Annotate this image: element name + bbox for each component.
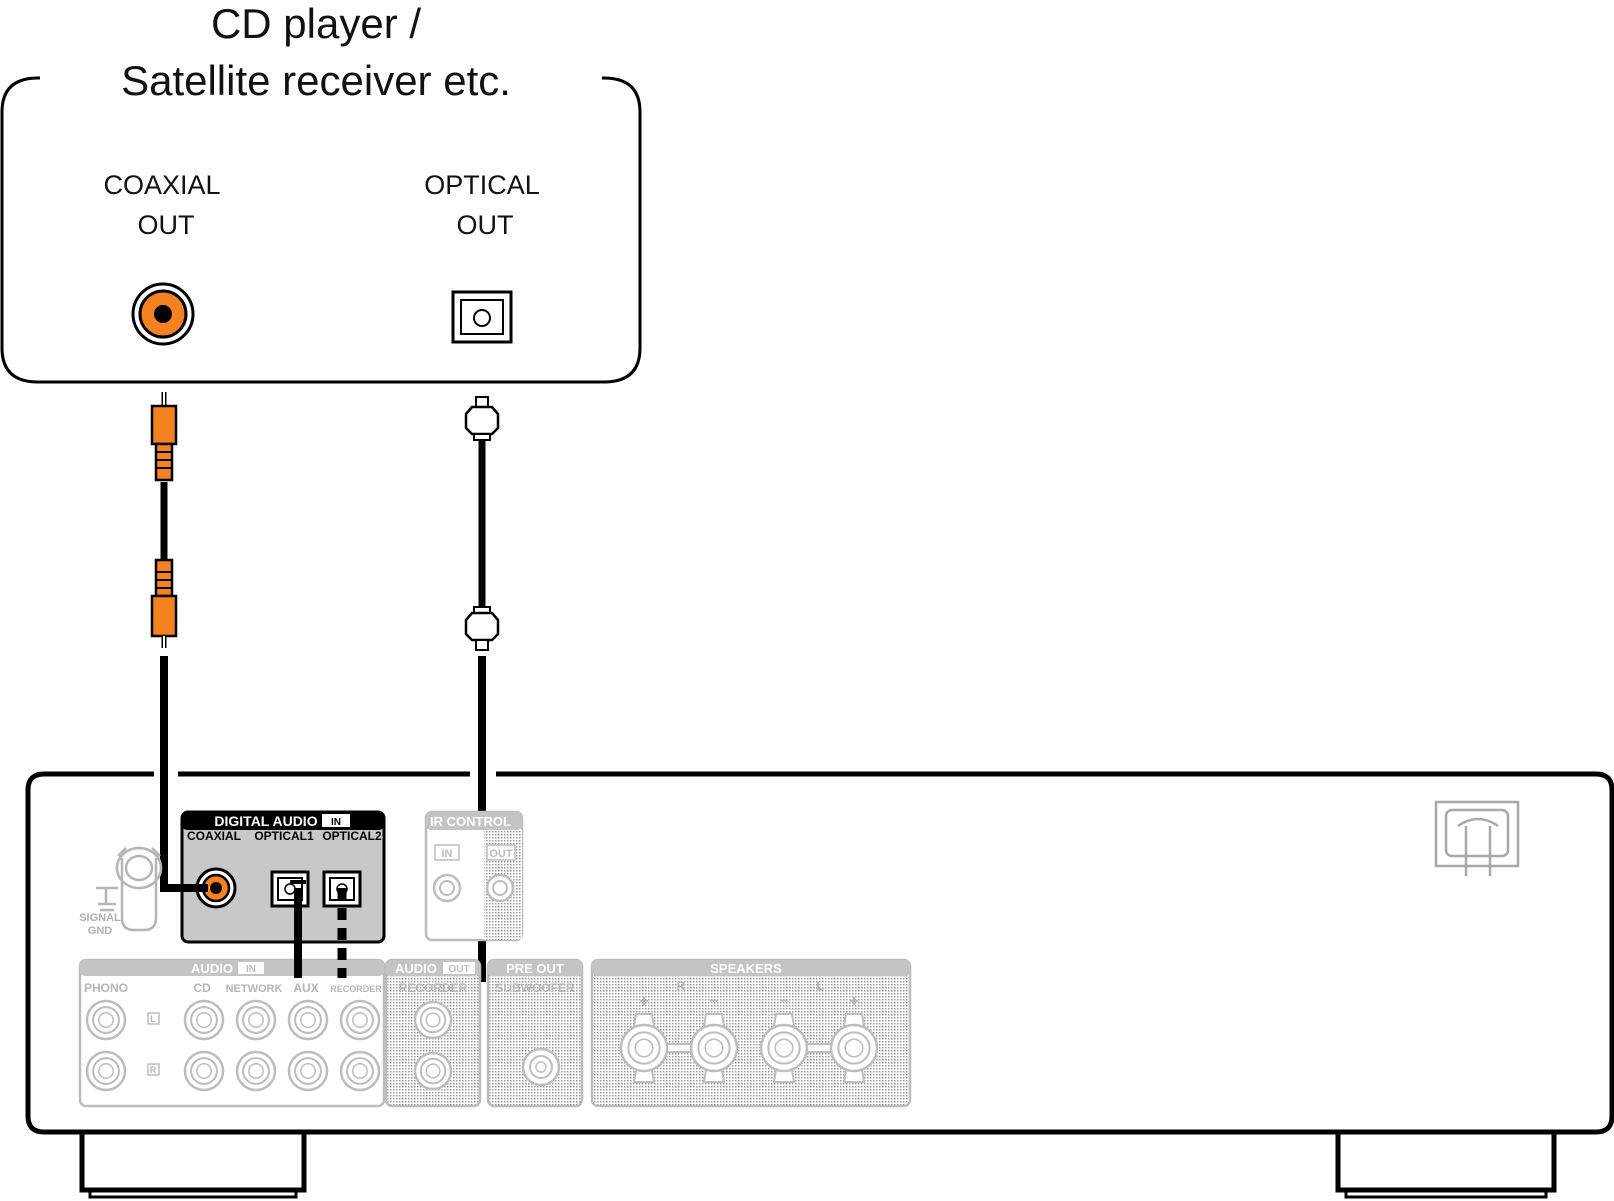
pre-out-section: PRE OUT SUBWOOFER <box>486 958 584 1108</box>
audio-out-badge: OUT <box>448 964 469 975</box>
speaker-terminal-icon <box>829 1023 879 1073</box>
audio-in-jack-icon <box>183 1050 225 1092</box>
foot-right <box>1335 1132 1557 1199</box>
ac-inlet-icon <box>1434 800 1520 876</box>
audio-out-jacks <box>413 1000 453 1091</box>
speaker-l-minus: − <box>779 993 788 1010</box>
channel-r-label: R <box>150 1065 157 1075</box>
audio-in-section: AUDIO IN PHONO CD NETWORK AUX RECORDER L… <box>78 958 386 1108</box>
audio-in-jacks <box>85 999 381 1092</box>
optical-out-label-line2: OUT <box>457 210 514 240</box>
ir-control-section: IR CONTROL IN OUT <box>424 810 524 942</box>
audio-in-jack-icon <box>339 999 381 1041</box>
ir-out-jack-icon <box>485 873 515 903</box>
speaker-r-plus: + <box>639 993 648 1010</box>
coaxial-out-label-line1: COAXIAL <box>103 170 220 200</box>
source-title-line1: CD player / <box>211 0 421 47</box>
signal-gnd-label-line1: SIGNAL <box>79 912 121 924</box>
digital-audio-in-section: DIGITAL AUDIO IN COAXIAL OPTICAL1 OPTICA… <box>180 810 386 944</box>
audio-out-jack-icon <box>413 1000 453 1040</box>
source-device-box <box>0 76 642 384</box>
source-device: CD player / Satellite receiver etc. COAX… <box>0 0 642 384</box>
audio-out-recorder-label: RECORDER <box>399 981 468 995</box>
speaker-r-minus: − <box>709 993 718 1010</box>
optical-out-label-line1: OPTICAL <box>424 170 540 200</box>
audio-in-jack-icon <box>235 1050 277 1092</box>
coaxial-out-jack-icon <box>131 282 195 346</box>
recorder-in-label: RECORDER <box>330 984 382 994</box>
channel-l-label: L <box>150 1014 156 1024</box>
signal-gnd-terminal: SIGNAL GND <box>79 846 163 937</box>
network-label: NETWORK <box>226 983 283 995</box>
speakers-section: SPEAKERS R L + − − + <box>590 958 912 1108</box>
audio-out-section: AUDIO OUT RECORDER <box>384 958 482 1108</box>
speaker-r-label: R <box>677 979 686 993</box>
audio-in-jack-icon <box>183 999 225 1041</box>
speakers-label: SPEAKERS <box>710 961 782 976</box>
chassis-outline <box>25 771 1614 1135</box>
speaker-l-label: L <box>816 979 823 993</box>
digital-coaxial-label: COAXIAL <box>187 829 241 843</box>
amplifier-rear-panel: SIGNAL GND IR CONTROL IN OUT AUDIO IN PH… <box>25 771 1614 1199</box>
speaker-terminal-icon <box>759 1023 809 1073</box>
cd-label: CD <box>193 981 211 995</box>
speaker-terminals <box>619 1013 879 1083</box>
audio-in-label: AUDIO <box>191 961 233 976</box>
ir-in-jack-icon <box>432 873 462 903</box>
aux-label: AUX <box>293 981 318 995</box>
ir-out-label: OUT <box>489 848 513 860</box>
digital-optical1-jack-icon <box>270 870 310 908</box>
digital-optical1-label: OPTICAL1 <box>254 829 314 843</box>
subwoofer-label: SUBWOOFER <box>495 981 575 995</box>
signal-gnd-label-line2: GND <box>88 925 113 937</box>
ir-control-label: IR CONTROL <box>430 814 511 829</box>
speaker-terminal-icon <box>619 1023 669 1073</box>
foot-left <box>79 1132 307 1199</box>
audio-in-jack-icon <box>287 999 329 1041</box>
audio-in-badge: IN <box>246 964 256 975</box>
phono-label: PHONO <box>84 981 128 995</box>
coaxial-out-label-line2: OUT <box>138 210 195 240</box>
digital-audio-label: DIGITAL AUDIO <box>214 813 317 829</box>
rca-plug-top-icon <box>150 392 178 482</box>
audio-in-jack-icon <box>287 1050 329 1092</box>
audio-in-jack-icon <box>235 999 277 1041</box>
audio-in-jack-icon <box>339 1050 381 1092</box>
digital-audio-in-badge: IN <box>331 817 341 828</box>
source-title-line2: Satellite receiver etc. <box>121 57 511 104</box>
optical-out-jack-icon <box>451 290 513 344</box>
rca-plug-bottom-icon <box>150 558 178 648</box>
subwoofer-jack-icon <box>521 1047 561 1087</box>
audio-in-jack-icon <box>85 1050 127 1092</box>
speaker-terminal-icon <box>689 1023 739 1073</box>
optical-plug-top-icon <box>464 396 500 441</box>
audio-out-jack-icon <box>413 1051 453 1091</box>
ir-in-label: IN <box>442 848 453 860</box>
optical-plug-bottom-icon <box>464 606 500 651</box>
pre-out-label: PRE OUT <box>506 961 564 976</box>
audio-in-jack-icon <box>85 999 127 1041</box>
audio-out-label: AUDIO <box>395 961 437 976</box>
speaker-l-plus: + <box>849 993 858 1010</box>
digital-optical2-label: OPTICAL2 <box>322 829 382 843</box>
